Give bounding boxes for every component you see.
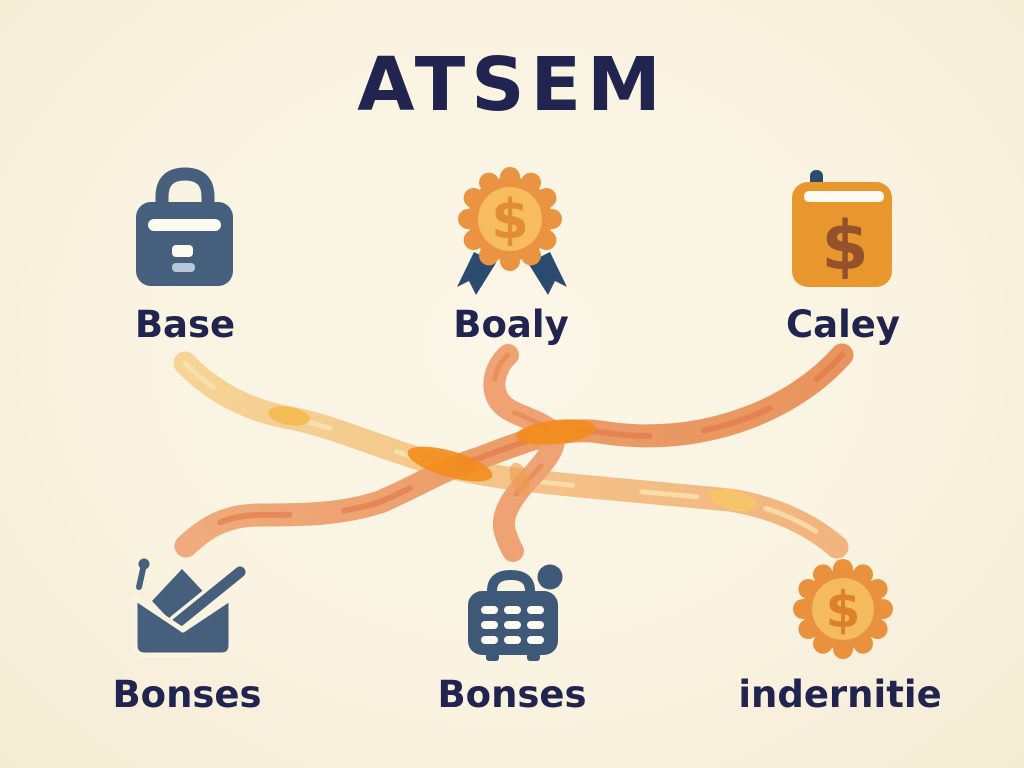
stroke-crossing-patches [268, 406, 758, 512]
node-label-bonses-left: Bonses [112, 673, 262, 716]
award-ribbon-dollar-icon: $ [457, 167, 567, 295]
seal-dollar-icon: $ [793, 559, 893, 659]
node-label-boaly: Boaly [453, 303, 569, 346]
node-label-caley: Caley [785, 303, 901, 346]
dollar-glyph: $ [821, 207, 868, 286]
ledger-dollar-icon: $ [792, 170, 892, 287]
dollar-glyph: $ [491, 188, 529, 251]
page-title: ATSEM [357, 42, 667, 128]
open-envelope-check-icon [132, 558, 249, 658]
shopping-bag-icon [136, 167, 233, 286]
node-label-bonses-middle: Bonses [437, 673, 587, 716]
connector-line-caley-to-bonses-left [174, 343, 854, 558]
node-label-indernitie: indernitie [738, 673, 942, 716]
briefcase-keypad-icon [468, 564, 563, 661]
dollar-glyph: $ [826, 581, 861, 639]
node-label-base: Base [134, 303, 236, 346]
